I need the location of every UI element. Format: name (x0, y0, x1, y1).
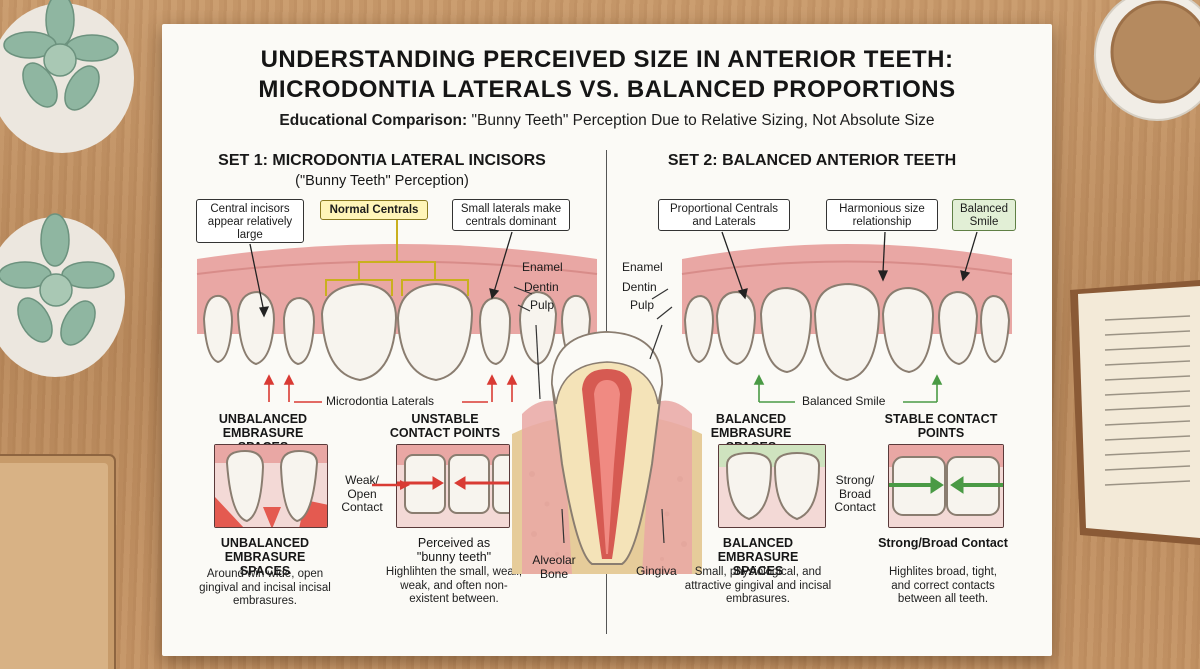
set1-heading: SET 1: MICRODONTIA LATERAL INCISORS ("Bu… (202, 152, 562, 189)
set1-contact-diagram (396, 444, 510, 528)
pulp-label-left: Pulp (530, 298, 555, 312)
enamel-label-right: Enamel (622, 260, 663, 274)
pulp-label-right: Pulp (630, 298, 655, 312)
notebook-decoration (0, 454, 116, 669)
weak-open-contact-label: Weak/ Open Contact (341, 473, 383, 514)
callout-proportional: Proportional Centrals and Laterals (658, 199, 790, 231)
set1-embrasure-diagram (214, 444, 328, 528)
title-line-2: MICRODONTIA LATERALS VS. BALANCED PROPOR… (258, 76, 956, 103)
gingiva-label: Gingiva (636, 564, 677, 578)
strong-broad-contact-label: Strong/ Broad Contact (834, 473, 876, 514)
open-book-decoration (1070, 280, 1200, 545)
callout-small-laterals: Small laterals make centrals dominant (452, 199, 570, 231)
tooth-cross-section-illustration (512, 330, 702, 574)
enamel-label-left: Enamel (522, 260, 563, 274)
set1-embrasure-caption: UNBALANCED EMBRASURE SPACES (220, 536, 310, 578)
callout-harmonious: Harmonious size relationship (826, 199, 938, 231)
balanced-smile-label: Balanced Smile (802, 394, 886, 408)
subtitle-rest: "Bunny Teeth" Perception Due to Relative… (467, 112, 935, 129)
set2-heading: SET 2: BALANCED ANTERIOR TEETH (667, 152, 957, 169)
microdontia-laterals-label: Microdontia Laterals (326, 394, 435, 408)
succulent-plant-top-decoration (0, 0, 134, 153)
anatomy-leader-lines (513, 286, 673, 544)
set2-embrasure-description: Small, physiological, and attractive gin… (684, 566, 832, 605)
set2-teeth-arch-illustration (681, 231, 1013, 403)
succulent-plant-bottom-decoration (0, 213, 125, 377)
callout-central-large: Central incisors appear relatively large (196, 199, 304, 243)
dentin-label-right: Dentin (622, 280, 657, 294)
callout-balanced-smile: Balanced Smile (952, 199, 1016, 231)
set1-heading-text: SET 1: MICRODONTIA LATERAL INCISORS (218, 152, 546, 169)
set2-embrasure-caption: BALANCED EMBRASURE SPACES (717, 536, 799, 578)
callout-normal-centrals: Normal Centrals (320, 200, 428, 220)
coffee-cup-decoration (1094, 0, 1200, 121)
title-line-1: UNDERSTANDING PERCEIVED SIZE IN ANTERIOR… (260, 46, 954, 73)
subtitle: Educational Comparison: "Bunny Teeth" Pe… (162, 112, 1052, 130)
set1-contact-description: Highlihten the small, weall, weak, and o… (385, 566, 523, 605)
set2-contact-caption: Strong/Broad Contact (878, 536, 1008, 550)
set1-contact-heading: UNSTABLE CONTACT POINTS (389, 412, 501, 440)
set2-contact-diagram (888, 444, 1004, 528)
set1-contact-caption: Perceived as "bunny teeth" (416, 536, 492, 564)
alveolar-bone-label: Alveolar Bone (532, 553, 576, 581)
set1-embrasure-description: Around win wide, open gingival and incis… (199, 568, 331, 607)
dentin-label-left: Dentin (524, 280, 559, 294)
weak-contact-pointer-arrow (372, 480, 410, 490)
subtitle-bold: Educational Comparison: (279, 112, 468, 129)
set1-subheading: ("Bunny Teeth" Perception) (295, 173, 469, 189)
infographic-poster: UNDERSTANDING PERCEIVED SIZE IN ANTERIOR… (162, 24, 1052, 656)
set2-embrasure-diagram (718, 444, 826, 528)
set2-contact-heading: STABLE CONTACT POINTS (884, 412, 998, 440)
set2-contact-description: Highlites broad, tight, and correct cont… (888, 566, 998, 605)
